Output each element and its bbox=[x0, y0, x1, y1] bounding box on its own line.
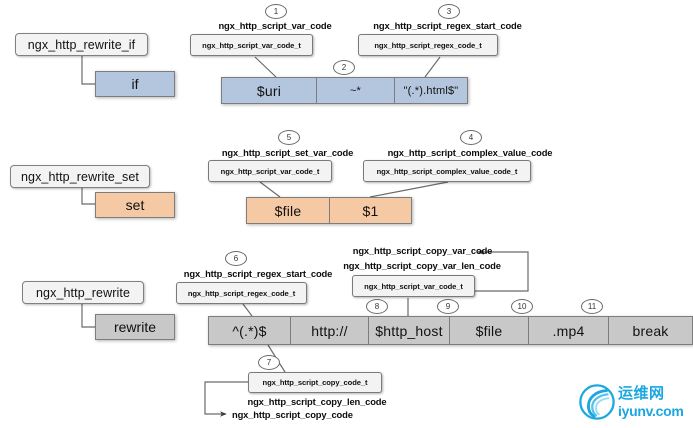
token-cell-rewrite-regex[interactable]: ^(.*)$ bbox=[208, 316, 290, 345]
token-cell-extension[interactable]: .mp4 bbox=[528, 316, 608, 345]
index-marker-8: 8 bbox=[366, 299, 388, 314]
token-cell-rewrite-file-var[interactable]: $file bbox=[449, 316, 528, 345]
watermark-iyunv: 运维网 iyunv.com bbox=[578, 381, 690, 423]
index-marker-9: 9 bbox=[437, 299, 459, 314]
index-marker-5: 5 bbox=[278, 130, 300, 145]
type-box-rewrite-regex-code-t[interactable]: ngx_http_script_regex_code_t bbox=[176, 282, 307, 304]
watermark-cn-text: 运维网 bbox=[618, 384, 665, 402]
directive-keyword-if[interactable]: if bbox=[95, 71, 175, 97]
index-marker-3: 3 bbox=[438, 4, 460, 19]
token-row-set: $file $1 bbox=[246, 197, 412, 224]
type-box-rewrite-var-code-t[interactable]: ngx_http_script_var_code_t bbox=[352, 275, 475, 297]
handler-box-rewrite[interactable]: ngx_http_rewrite bbox=[22, 281, 144, 304]
token-cell-scheme[interactable]: http:// bbox=[290, 316, 368, 345]
watermark-en-text: iyunv.com bbox=[618, 403, 684, 419]
type-box-script-var-code-t[interactable]: ngx_http_script_var_code_t bbox=[190, 34, 313, 56]
token-row-if: $uri ~* "(.*).html$" bbox=[221, 77, 468, 104]
token-row-rewrite: ^(.*)$ http:// $http_host $file .mp4 bre… bbox=[208, 316, 693, 345]
token-cell-http-host[interactable]: $http_host bbox=[368, 316, 449, 345]
index-marker-11: 11 bbox=[581, 299, 603, 314]
token-cell-uri[interactable]: $uri bbox=[221, 77, 316, 104]
caption-script-regex-start-code: ngx_http_script_regex_start_code bbox=[373, 20, 522, 31]
token-cell-flag-break[interactable]: break bbox=[608, 316, 693, 345]
caption-script-copy-var-len-code: ngx_http_script_copy_var_len_code bbox=[343, 260, 501, 271]
type-box-script-copy-code-t[interactable]: ngx_http_script_copy_code_t bbox=[248, 372, 382, 393]
token-cell-regex-operator[interactable]: ~* bbox=[316, 77, 394, 104]
index-marker-6: 6 bbox=[225, 251, 247, 266]
caption-script-copy-code: ngx_http_script_copy_code bbox=[232, 409, 353, 420]
caption-script-complex-value-code: ngx_http_script_complex_value_code bbox=[387, 147, 553, 158]
caption-script-set-var-code: ngx_http_script_set_var_code bbox=[221, 147, 354, 158]
type-box-script-regex-code-t[interactable]: ngx_http_script_regex_code_t bbox=[358, 34, 498, 56]
caption-script-var-code: ngx_http_script_var_code bbox=[218, 20, 332, 31]
index-marker-1: 1 bbox=[265, 4, 287, 19]
swirl-circle-logo-icon bbox=[579, 384, 615, 420]
index-marker-2: 2 bbox=[333, 60, 355, 75]
type-box-script-complex-value-code-t[interactable]: ngx_http_script_complex_value_code_t bbox=[363, 160, 531, 182]
directive-keyword-set[interactable]: set bbox=[95, 192, 175, 218]
token-cell-file-var[interactable]: $file bbox=[246, 197, 329, 224]
directive-keyword-rewrite[interactable]: rewrite bbox=[95, 314, 175, 340]
caption-rewrite-regex-start-code: ngx_http_script_regex_start_code bbox=[183, 268, 333, 279]
type-box-set-script-var-code-t[interactable]: ngx_http_script_var_code_t bbox=[208, 160, 332, 182]
handler-box-rewrite-if[interactable]: ngx_http_rewrite_if bbox=[15, 33, 148, 56]
handler-box-rewrite-set[interactable]: ngx_http_rewrite_set bbox=[10, 165, 150, 188]
caption-script-copy-len-code: ngx_http_script_copy_len_code bbox=[247, 396, 387, 407]
index-marker-7: 7 bbox=[258, 355, 280, 370]
token-cell-capture-1[interactable]: $1 bbox=[329, 197, 412, 224]
token-cell-regex-pattern[interactable]: "(.*).html$" bbox=[394, 77, 468, 104]
index-marker-4: 4 bbox=[460, 130, 482, 145]
index-marker-10: 10 bbox=[511, 299, 533, 314]
caption-script-copy-var-code: ngx_http_script_copy_var_code bbox=[352, 245, 493, 256]
